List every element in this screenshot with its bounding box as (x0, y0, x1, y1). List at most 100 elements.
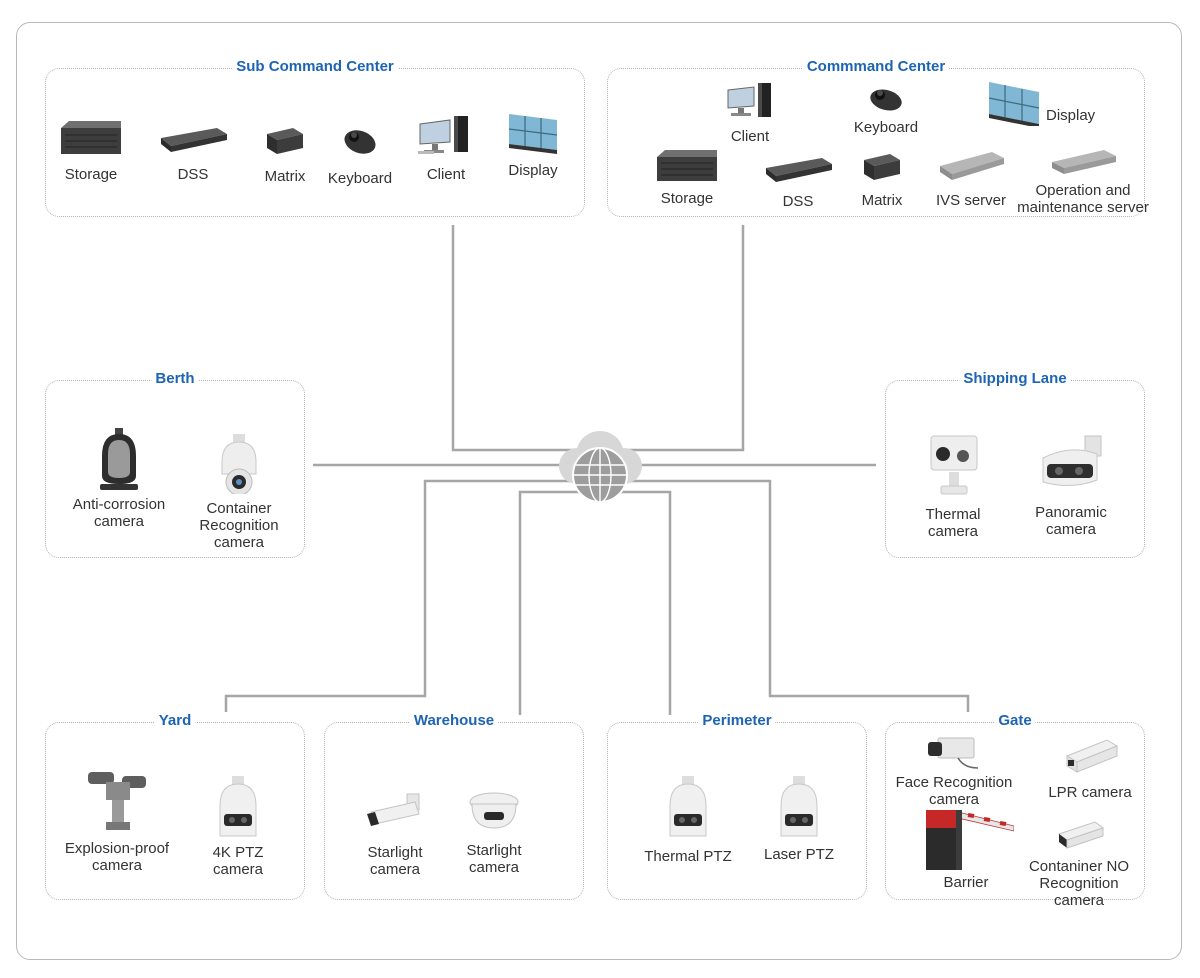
device-keyboard: Keyboard (322, 124, 398, 187)
rack-server-icon (1052, 150, 1116, 174)
device-laser-ptz: Laser PTZ (756, 776, 842, 863)
group-title: Berth (151, 370, 199, 387)
ptz-camera-icon (219, 776, 257, 837)
device-4k-ptz-camera: 4K PTZ camera (196, 776, 280, 878)
group-yard: Yard (45, 712, 305, 900)
device-label: IVS server (935, 192, 1007, 209)
line-yard (224, 479, 580, 712)
device-display: Display (500, 110, 566, 179)
device-label: DSS (782, 193, 814, 210)
device-thermal-ptz: Thermal PTZ (636, 776, 740, 865)
device-label: Operation and maintenance server (1017, 182, 1149, 216)
device-face-recognition-camera: Face Recognition camera (886, 732, 1022, 808)
device-label: Display (1046, 107, 1096, 124)
device-label: Face Recognition camera (895, 774, 1013, 808)
matrix-box-icon (267, 128, 303, 154)
group-gate: Gate (885, 712, 1145, 900)
line-warehouse (518, 490, 586, 715)
lpr-camera-icon (1065, 739, 1119, 773)
device-label: Client (730, 128, 770, 145)
storage-icon (61, 121, 121, 154)
group-shipping-lane: Shipping Lane (885, 370, 1145, 558)
group-title: Commmand Center (802, 58, 950, 75)
rack-server-icon (940, 152, 1004, 180)
device-label: Contaniner NO Recognition camera (1028, 858, 1130, 909)
line-gate (620, 479, 970, 712)
device-label: Client (426, 166, 466, 183)
device-keyboard: Keyboard (848, 84, 924, 136)
group-warehouse: Warehouse (324, 712, 584, 900)
line-perimeter (614, 490, 672, 715)
ptz-camera-icon (221, 434, 257, 494)
group-title: Warehouse (409, 712, 499, 729)
group-berth: Berth (45, 370, 305, 558)
device-label: Laser PTZ (763, 846, 835, 863)
device-matrix: Matrix (854, 152, 910, 209)
barrier-gate-icon (926, 810, 1014, 870)
device-label: Matrix (861, 192, 903, 209)
device-container-recognition-camera: Container Recognition camera (184, 434, 294, 551)
device-label: Display (508, 162, 558, 179)
group-title: Shipping Lane (959, 370, 1071, 387)
device-ivs-server: IVS server (928, 148, 1014, 209)
group-title: Yard (154, 712, 196, 729)
ptz-keyboard-icon (870, 89, 902, 111)
device-container-no-recognition-camera: Contaniner NO Recognition camera (1016, 816, 1142, 909)
device-label: Panoramic camera (1035, 504, 1107, 538)
globe-cloud-icon (559, 431, 642, 503)
video-wall-icon (988, 82, 1040, 126)
device-label: Storage (660, 190, 714, 207)
bullet-camera-icon (367, 793, 420, 826)
device-anti-corrosion-camera: Anti-corrosion camera (60, 428, 178, 530)
device-label: Barrier (943, 874, 989, 891)
device-storage: Storage (652, 148, 722, 207)
desktop-client-icon (418, 116, 468, 154)
device-barrier: Barrier (916, 800, 1016, 891)
device-label: Storage (64, 166, 118, 183)
line-sub-command (451, 225, 596, 452)
device-label: Starlight camera (466, 842, 522, 876)
group-title: Sub Command Center (232, 58, 398, 75)
device-label: LPR camera (1048, 784, 1132, 801)
device-label: Starlight camera (367, 844, 423, 878)
video-wall-icon (508, 114, 558, 154)
panoramic-camera-icon (1042, 435, 1102, 486)
device-starlight-dome-camera: Starlight camera (450, 790, 538, 876)
group-sub-command-center: Sub Command Center (45, 58, 585, 217)
device-dss: DSS (153, 120, 233, 183)
device-lpr-camera: LPR camera (1040, 734, 1140, 801)
ptz-camera-icon (780, 776, 818, 837)
device-operation-server: Operation and maintenance server (1010, 148, 1156, 216)
group-title: Gate (994, 712, 1036, 729)
device-dss: DSS (758, 152, 838, 210)
group-command-center: Commmand Center (607, 58, 1145, 217)
device-starlight-bullet-camera: Starlight camera (352, 790, 438, 878)
ptz-camera-icon (669, 776, 707, 837)
device-label: Matrix (264, 168, 306, 185)
device-label: Keyboard (327, 170, 393, 187)
device-display (982, 80, 1046, 126)
device-explosion-proof-camera: Explosion-proof camera (52, 768, 182, 874)
device-client: Client (408, 114, 484, 183)
device-label: Container Recognition camera (199, 500, 279, 551)
device-label: Explosion-proof camera (64, 840, 170, 874)
device-label: Thermal PTZ (644, 848, 732, 865)
group-perimeter: Perimeter (607, 712, 867, 900)
device-thermal-camera: Thermal camera (910, 432, 996, 540)
desktop-client-icon (727, 83, 771, 117)
dome-camera-icon (469, 792, 519, 829)
ptz-keyboard-icon (344, 130, 376, 154)
line-command (604, 225, 745, 452)
explosion-proof-ptz-icon (88, 772, 146, 830)
device-label: 4K PTZ camera (212, 844, 264, 878)
device-client: Client (712, 82, 788, 145)
group-title: Perimeter (698, 712, 776, 729)
bispectral-camera-icon (930, 435, 978, 495)
device-label: Keyboard (853, 119, 919, 136)
device-storage: Storage (57, 118, 125, 183)
matrix-box-icon (864, 154, 900, 180)
device-label: Anti-corrosion camera (72, 496, 166, 530)
box-camera-icon (928, 737, 979, 769)
device-label: Thermal camera (925, 506, 981, 540)
